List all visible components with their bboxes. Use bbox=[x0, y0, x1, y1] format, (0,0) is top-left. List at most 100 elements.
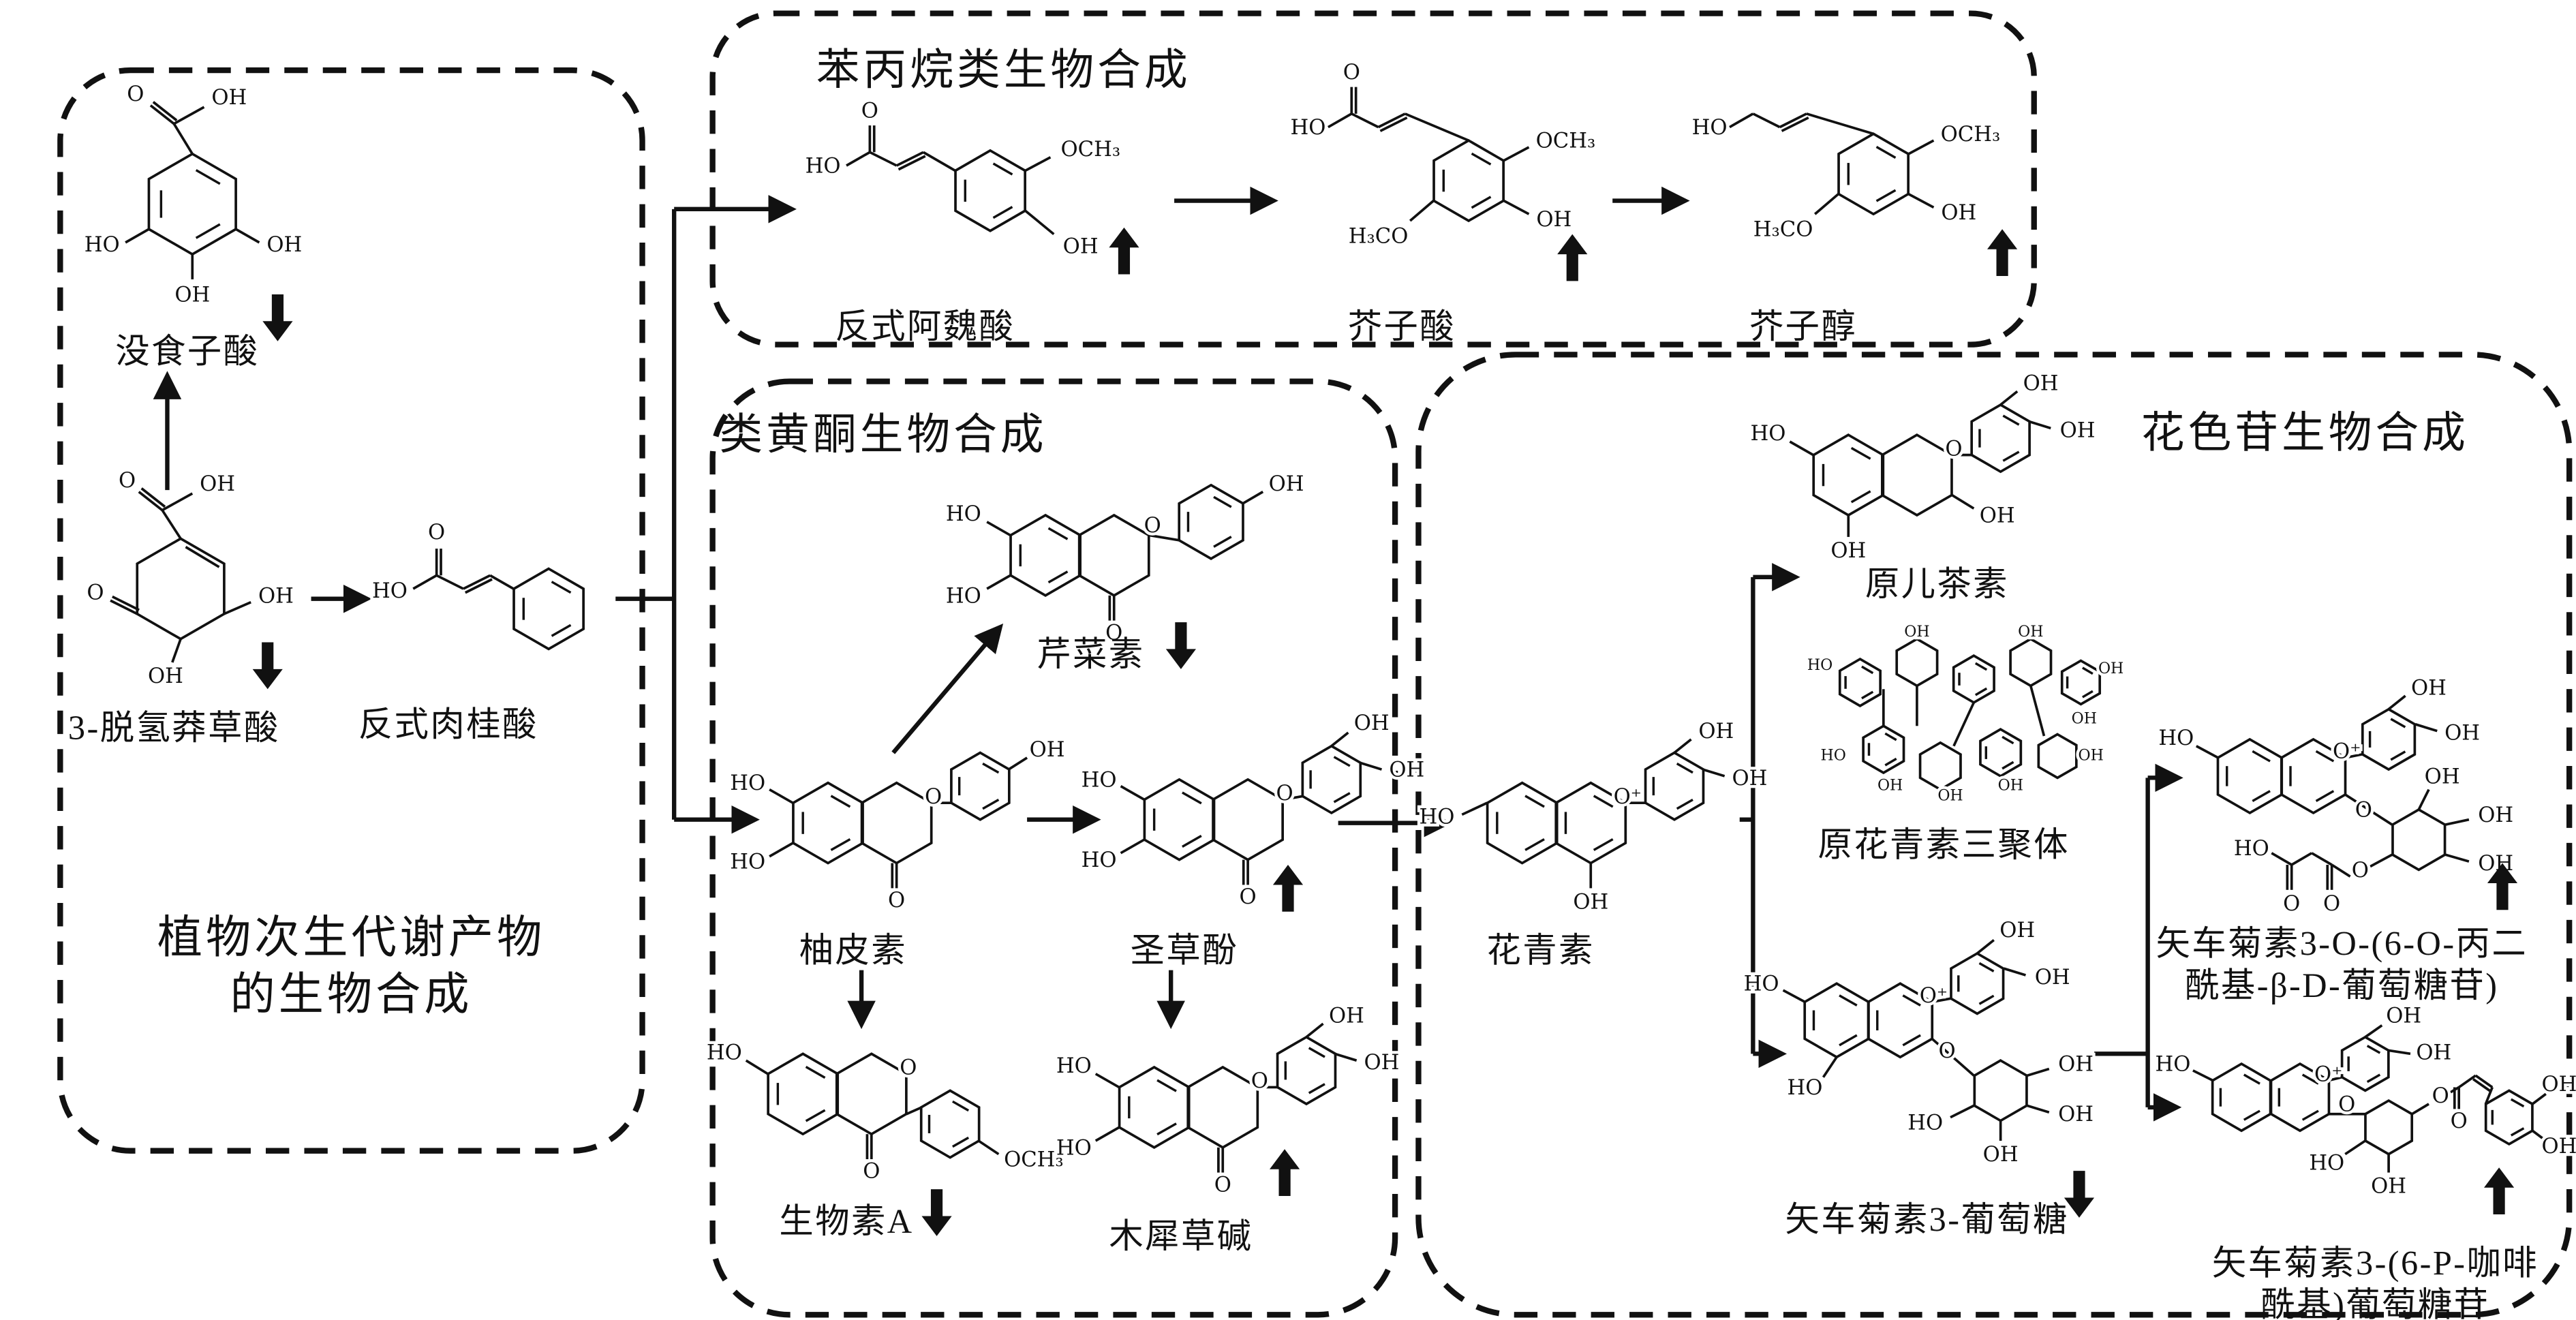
atom-label: OH bbox=[258, 584, 294, 608]
atom-label: OH bbox=[2386, 1004, 2421, 1028]
structure-naringenin: O O OH HO HO bbox=[727, 735, 1068, 915]
atom-label: OH bbox=[1983, 1143, 2019, 1167]
atom-label: HO bbox=[946, 584, 981, 608]
atom-label: HO bbox=[2309, 1151, 2344, 1175]
regulation-down-arrow-dehydroshikimic-acid bbox=[252, 642, 283, 690]
label-biochanin-a: 生物素A bbox=[779, 1204, 914, 1242]
atom-label: O bbox=[1939, 1039, 1956, 1063]
atom-label: OH bbox=[2079, 746, 2104, 764]
atom-label: OH bbox=[148, 664, 183, 688]
atom-label: O bbox=[1214, 1173, 1231, 1197]
atom-label: OH bbox=[1980, 504, 2015, 527]
atom-label: HO bbox=[707, 1041, 742, 1064]
atom-label: OH bbox=[2098, 660, 2123, 677]
atom-label: O bbox=[1251, 1069, 1268, 1093]
atom-label: OCH₃ bbox=[1941, 123, 2001, 147]
atom-label: OH bbox=[1573, 890, 1608, 914]
regulation-down-arrow-apigenin bbox=[1165, 622, 1196, 669]
label-sinapic-acid: 芥子酸 bbox=[1347, 309, 1456, 347]
atom-label: OH bbox=[211, 86, 247, 110]
label-anthocyanidin: 花青素 bbox=[1486, 933, 1595, 970]
atom-label: OH bbox=[2058, 1103, 2094, 1126]
atom-label: O bbox=[1105, 621, 1122, 645]
atom-label: O bbox=[2352, 859, 2369, 882]
atom-label: O bbox=[861, 99, 878, 123]
atom-label: OH bbox=[1732, 767, 1768, 791]
atom-label: HO bbox=[2156, 1053, 2191, 1077]
regulation-up-arrow-cyanidin-3-caffeoyl-glucoside bbox=[2483, 1167, 2515, 1214]
regulation-down-arrow-cyanidin-3-glucoside bbox=[2064, 1171, 2095, 1218]
atom-label: H₃CO bbox=[1753, 218, 1813, 242]
atom-label: O bbox=[87, 581, 104, 604]
atom-label: H₃CO bbox=[1349, 225, 1409, 249]
atom-label: OH bbox=[2416, 1041, 2451, 1064]
atom-label: OH bbox=[1030, 738, 1065, 762]
atom-label: OH bbox=[2371, 1175, 2406, 1199]
label-naringenin: 柚皮素 bbox=[799, 933, 907, 970]
atom-label: O⁺ bbox=[2314, 1062, 2342, 1086]
atom-label: HO bbox=[1082, 768, 1117, 792]
atom-label: O bbox=[2338, 1092, 2355, 1116]
label-procatechin: 原儿茶素 bbox=[1865, 567, 2009, 604]
atom-label: OH bbox=[2542, 1073, 2576, 1096]
atom-label: HO bbox=[1692, 116, 1728, 140]
atom-label: O bbox=[2283, 892, 2300, 916]
atom-label: O bbox=[2451, 1109, 2468, 1133]
atom-label: OH bbox=[1941, 201, 1976, 225]
atom-label: OH bbox=[1364, 1051, 1400, 1075]
atom-label: OCH₃ bbox=[1004, 1148, 1064, 1171]
regulation-up-arrow-cyanidin-3-malonyl-glucoside bbox=[2487, 863, 2518, 910]
atom-label: HO bbox=[1056, 1054, 1092, 1078]
label-cyanidin-3-glucoside: 矢车菊素3-葡萄糖 bbox=[1785, 1202, 2069, 1240]
atom-label: OH bbox=[2411, 676, 2447, 700]
atom-label: OH bbox=[1536, 208, 1571, 232]
atom-label: HO bbox=[1907, 1111, 1943, 1135]
atom-label: O bbox=[925, 785, 942, 809]
atom-label: HO bbox=[2158, 726, 2194, 750]
atom-label: HO bbox=[730, 850, 765, 874]
atom-label: OH bbox=[2478, 803, 2513, 827]
atom-label: OH bbox=[266, 233, 302, 257]
atom-label: HO bbox=[1751, 422, 1786, 446]
atom-label: HO bbox=[1744, 972, 1779, 996]
atom-label: OH bbox=[1269, 472, 1304, 496]
atom-label: HO bbox=[1788, 1076, 1823, 1100]
label-eriodictyol: 圣草酚 bbox=[1130, 933, 1238, 970]
atom-label: OCH₃ bbox=[1061, 138, 1121, 162]
atom-label: HO bbox=[806, 154, 841, 178]
label-dehydroshikimic-acid: 3-脱氢莽草酸 bbox=[67, 711, 280, 748]
atom-label: HO bbox=[1082, 848, 1117, 872]
atom-label: OH bbox=[2542, 1135, 2576, 1158]
label-gallic-acid: 没食子酸 bbox=[115, 334, 260, 371]
atom-label: OH bbox=[1937, 786, 1963, 804]
regulation-up-arrow-sinapyl-alcohol bbox=[1987, 229, 2018, 276]
module-box-phenylpropanoid bbox=[709, 10, 2037, 348]
atom-label: HO bbox=[1056, 1136, 1092, 1160]
atom-label: OH bbox=[2444, 722, 2480, 746]
atom-label: OH bbox=[1698, 720, 1734, 743]
atom-label: O bbox=[888, 889, 905, 912]
atom-label: OH bbox=[2072, 709, 2097, 727]
atom-label: O bbox=[2323, 892, 2340, 916]
atom-label: OH bbox=[2023, 372, 2059, 396]
atom-label: HO bbox=[730, 771, 765, 795]
label-trans-cinnamic-acid: 反式肉桂酸 bbox=[358, 707, 538, 745]
atom-label: O bbox=[119, 469, 136, 493]
atom-label: HO bbox=[372, 579, 408, 603]
structure-trans-cinnamic-acid: HOO bbox=[369, 518, 585, 651]
atom-label: OH bbox=[1830, 539, 1866, 563]
atom-label: OH bbox=[1999, 919, 2035, 942]
label-cyanidin-3-malonyl-glucoside-line1: 矢车菊素3-O-(6-O-丙二 bbox=[2156, 926, 2528, 964]
label-proanthocyanidin-trimer: 原花青素三聚体 bbox=[1818, 827, 2070, 865]
atom-label: OH bbox=[1998, 777, 2023, 795]
atom-label: HO bbox=[1420, 805, 1455, 829]
pathway-arrow-8 bbox=[891, 624, 1004, 754]
